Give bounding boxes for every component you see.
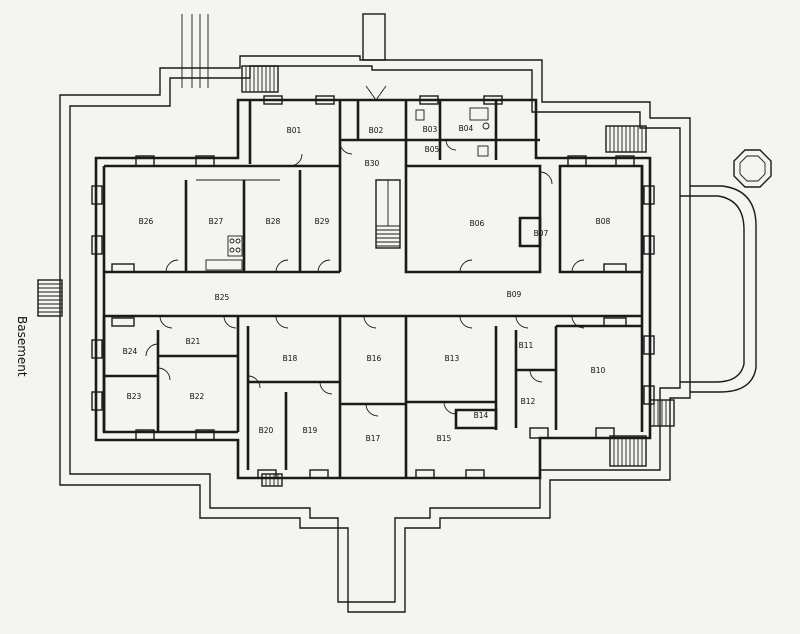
room-label-b23: B23: [127, 392, 142, 401]
room-labels: B01 B02 B03 B04 B05 B06 B07 B08 B09 B10 …: [123, 124, 611, 443]
room-label-b20: B20: [259, 426, 274, 435]
stair-left: [37, 279, 63, 317]
room-label-b12: B12: [521, 397, 536, 406]
room-label-b14: B14: [474, 411, 489, 420]
room-label-b26: B26: [139, 217, 154, 226]
stair-bottom-right: [609, 435, 647, 467]
top-shaft: [181, 13, 386, 88]
room-label-b04: B04: [459, 124, 474, 133]
room-label-b03: B03: [423, 125, 438, 134]
kitchen-fixtures: [196, 179, 280, 271]
stair-top-right: [605, 125, 647, 153]
stair-bottom-centre: [261, 473, 283, 487]
room-label-b11: B11: [519, 341, 534, 350]
basement-label: Basement: [15, 316, 29, 377]
room-label-b07: B07: [534, 229, 549, 238]
door-swings: [145, 85, 585, 417]
room-label-b24: B24: [123, 347, 138, 356]
room-label-b15: B15: [437, 434, 452, 443]
room-label-b21: B21: [186, 337, 201, 346]
room-label-b30: B30: [365, 159, 380, 168]
window-bays: [91, 95, 655, 479]
room-label-b05: B05: [425, 145, 440, 154]
room-label-b06: B06: [470, 219, 485, 228]
room-label-b29: B29: [315, 217, 330, 226]
room-label-b09: B09: [507, 290, 522, 299]
main-building-walls: [94, 98, 652, 480]
room-label-b13: B13: [445, 354, 460, 363]
octagon-gazebo: [733, 149, 772, 188]
right-curved-wing: [680, 185, 757, 393]
room-label-b22: B22: [190, 392, 205, 401]
room-label-b10: B10: [591, 366, 606, 375]
room-label-b08: B08: [596, 217, 611, 226]
room-label-b25: B25: [215, 293, 230, 302]
room-label-b28: B28: [266, 217, 281, 226]
room-label-b17: B17: [366, 434, 381, 443]
room-label-b01: B01: [287, 126, 302, 135]
internal-walls: [102, 100, 644, 478]
room-label-b02: B02: [369, 126, 384, 135]
outer-boundary: [59, 55, 691, 613]
room-label-b27: B27: [209, 217, 224, 226]
room-label-b16: B16: [367, 354, 382, 363]
internal-stair: [375, 179, 401, 249]
room-label-b18: B18: [283, 354, 298, 363]
stair-top-left: [241, 65, 279, 93]
room-label-b19: B19: [303, 426, 318, 435]
washroom-fixtures: [415, 107, 490, 157]
